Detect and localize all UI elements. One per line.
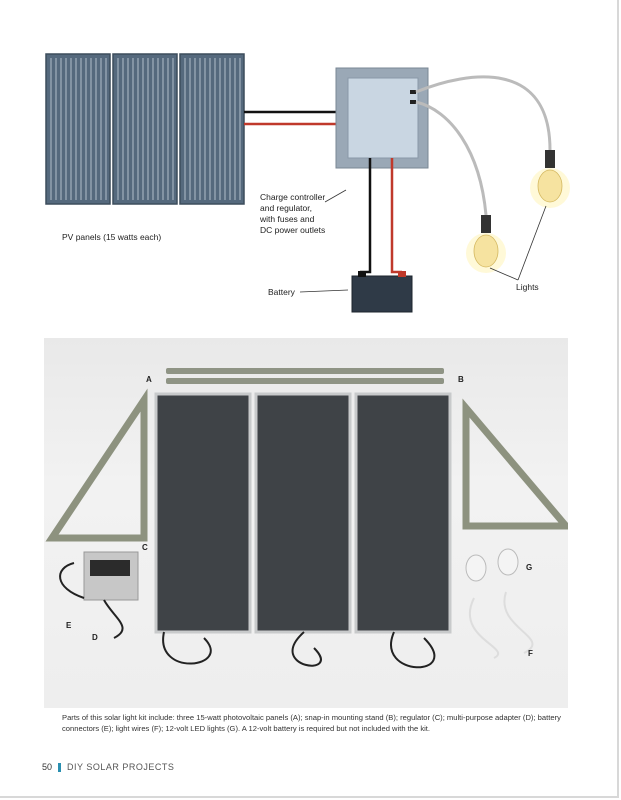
controller-label-2: and regulator, xyxy=(260,203,312,213)
lights-label: Lights xyxy=(516,282,539,292)
pv-label: PV panels (15 watts each) xyxy=(62,232,161,242)
battery-label: Battery xyxy=(268,287,296,297)
footer-accent-bar xyxy=(58,762,62,772)
label-b: B xyxy=(458,375,464,384)
book-title: DIY SOLAR PROJECTS xyxy=(67,762,175,772)
controller-label-4: DC power outlets xyxy=(260,225,325,235)
label-d: D xyxy=(92,633,98,642)
kit-photo: A B C D E F G xyxy=(44,338,568,708)
system-diagram: PV panels (15 watts each) Charge control… xyxy=(45,53,570,313)
light-cord-1 xyxy=(415,75,552,151)
wire-black-battery xyxy=(360,158,372,274)
label-g: G xyxy=(526,563,532,572)
label-f: F xyxy=(528,649,533,658)
battery xyxy=(351,271,413,313)
light-cord-2 xyxy=(415,100,488,216)
wire-red-battery xyxy=(390,158,402,274)
label-e: E xyxy=(66,621,72,630)
light-bulb-right xyxy=(530,150,570,208)
pv-panels xyxy=(45,53,245,205)
controller-label-1: Charge controller xyxy=(260,192,325,202)
label-c: C xyxy=(142,543,148,552)
label-a: A xyxy=(146,375,152,384)
photo-caption: Parts of this solar light kit include: t… xyxy=(62,713,561,733)
page-footer: 50 DIY SOLAR PROJECTS xyxy=(42,762,174,772)
page-number: 50 xyxy=(42,762,53,772)
charge-controller xyxy=(335,67,429,169)
light-bulb-left xyxy=(466,215,506,273)
controller-label-3: with fuses and xyxy=(259,214,315,224)
